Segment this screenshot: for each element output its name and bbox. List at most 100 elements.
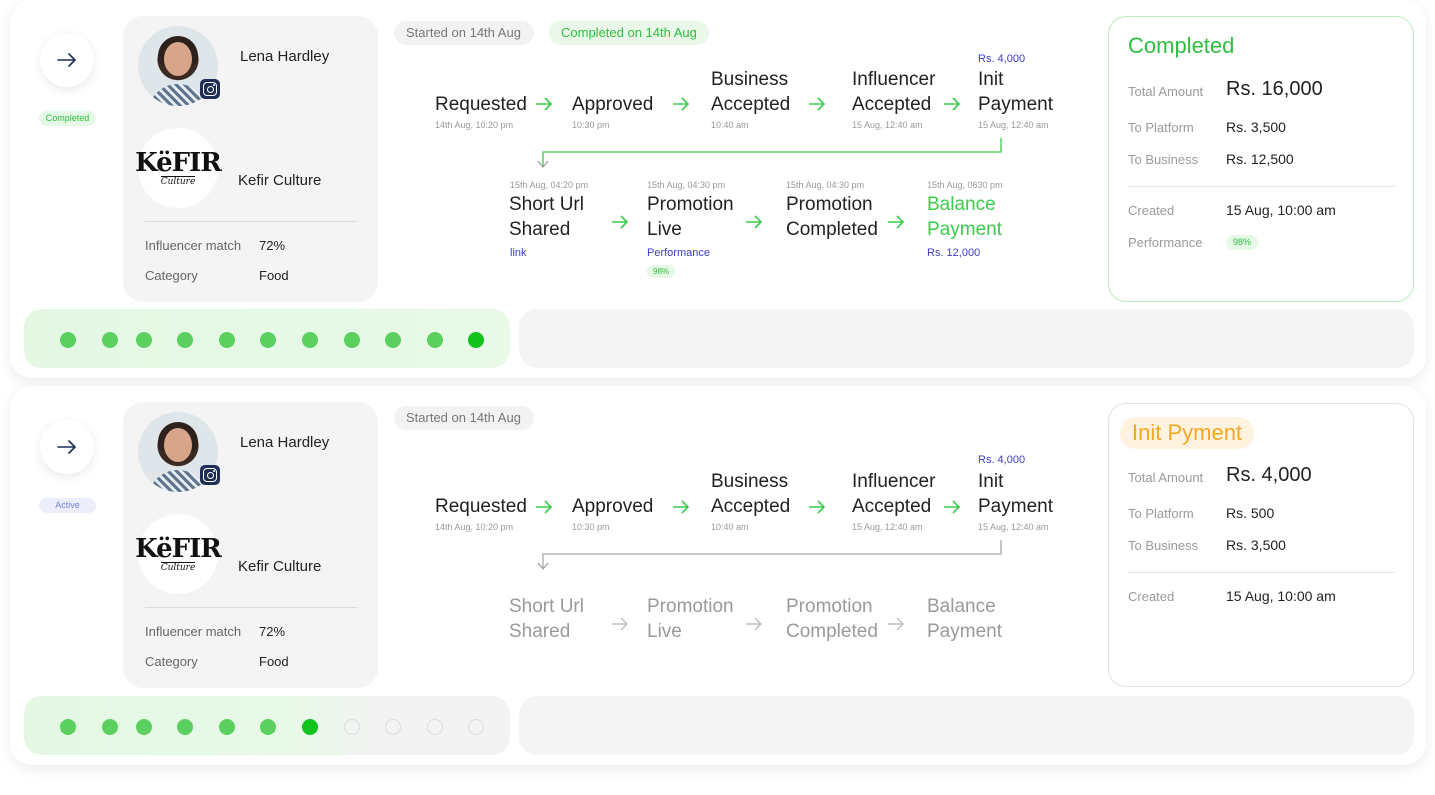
divider [1128,572,1395,573]
step-promotion-live: Promotion Live [647,596,734,642]
instagram-icon[interactable] [200,465,220,485]
profile-panel: Lena Hardley KëFIR Culture Kefir Culture… [123,402,378,688]
progress-dot-done[interactable] [177,719,193,735]
progress-dot-done[interactable] [219,719,235,735]
flow-connector [537,138,1002,168]
step-influencer-accepted: Influencer Accepted [852,69,936,115]
init-payment-amount: Rs. 4,000 [978,53,1026,65]
arrow-right-icon [888,215,905,229]
brand-name[interactable]: Kefir Culture [238,558,322,575]
progress-dot-done[interactable] [102,332,118,348]
to-platform-label: To Platform [1128,120,1194,135]
summary-panel: Completed Total Amount Rs. 16,000 To Pla… [1108,16,1414,302]
performance-link[interactable]: Performance [647,247,710,259]
arrow-right-icon [673,97,690,111]
to-business-value: Rs. 3,500 [1226,537,1286,553]
progress-dot-done[interactable] [136,332,152,348]
short-url-link[interactable]: link [510,247,527,259]
progress-dot-done[interactable] [260,332,276,348]
summary-title: Completed [1128,33,1235,58]
progress-dot-done[interactable] [302,332,318,348]
arrow-right-icon [944,97,961,111]
progress-dot-todo[interactable] [468,719,484,735]
divider [145,607,357,608]
instagram-icon[interactable] [200,79,220,99]
step-short-url-shared: Short Url Shared [509,596,584,642]
step-influencer-accepted: Influencer Accepted [852,471,936,517]
step-promotion-live: Promotion Live [647,194,734,240]
arrow-right-icon [536,97,553,111]
step-time: 15th Aug, 04:20 pm [510,180,589,190]
performance-badge: 98% [1226,235,1259,250]
step-balance-payment: Balance Payment [927,596,1002,642]
created-value: 15 Aug, 10:00 am [1226,588,1336,604]
profile-panel: Lena Hardley KëFIR Culture Kefir Culture… [123,16,378,302]
avatar[interactable] [138,26,218,106]
arrow-right-icon [57,53,76,67]
step-time: 15th Aug, 04:30 pm [786,180,865,190]
progress-dot-done[interactable] [260,719,276,735]
step-time: 10:30 pm [572,522,610,532]
progress-dot-current[interactable] [302,719,318,735]
brand-logo-subtext: Culture [160,561,196,573]
brand-logo: KëFIR Culture [135,128,222,208]
step-time: 10:30 pm [572,120,610,130]
progress-dot-done[interactable] [60,719,76,735]
step-time: 15 Aug, 12:40 am [978,120,1049,130]
progress-dot-done[interactable] [219,332,235,348]
step-business-accepted: Business Accepted [711,69,791,115]
total-amount-value: Rs. 4,000 [1226,464,1312,486]
step-requested: Requested [435,496,527,517]
total-amount-label: Total Amount [1128,470,1204,485]
flow-connector [537,540,1002,570]
divider [1128,186,1395,187]
status-badge: Active [39,498,96,513]
step-init-payment: Init Payment [978,471,1053,517]
brand-logo-subtext: Culture [160,175,196,187]
status-badge: Completed [39,111,96,126]
progress-dot-done[interactable] [427,332,443,348]
influencer-name[interactable]: Lena Hardley [240,48,330,65]
brand-logo-text: KëFIR [135,147,222,178]
performance-badge: 98% [647,265,676,278]
progress-dot-todo[interactable] [427,719,443,735]
open-campaign-button[interactable] [40,33,94,87]
init-payment-amount: Rs. 4,000 [978,454,1026,466]
performance-label: Performance [1128,235,1203,250]
step-time: 14th Aug, 10:20 pm [435,120,514,130]
category-label: Category [145,268,198,283]
divider [145,221,357,222]
arrow-right-icon [809,500,826,514]
arrow-right-icon [612,617,628,631]
progress-dot-done[interactable] [136,719,152,735]
progress-dot-done[interactable] [344,332,360,348]
arrow-right-icon [57,440,76,454]
step-time: 15th Aug, 0630 pm [927,180,1003,190]
step-time: 14th Aug, 10:20 pm [435,522,514,532]
detail-bar [519,696,1414,755]
progress-dot-todo[interactable] [385,719,401,735]
brand-name[interactable]: Kefir Culture [238,172,322,189]
step-business-accepted: Business Accepted [711,471,791,517]
brand-logo-text: KëFIR [135,533,222,564]
influencer-match-value: 72% [259,624,286,639]
influencer-match-value: 72% [259,238,286,253]
campaign-card: Active Lena Hardley KëFIR Culture Kefir … [10,386,1426,765]
arrow-right-icon [612,215,629,229]
category-label: Category [145,654,198,669]
progress-dot-current[interactable] [468,332,484,348]
progress-dot-done[interactable] [177,332,193,348]
progress-dot-done[interactable] [60,332,76,348]
influencer-name[interactable]: Lena Hardley [240,434,330,451]
progress-dot-done[interactable] [385,332,401,348]
progress-dot-todo[interactable] [344,719,360,735]
progress-dots [24,696,510,755]
open-campaign-button[interactable] [40,420,94,474]
step-time: 15 Aug, 12:40 am [978,522,1049,532]
progress-dot-done[interactable] [102,719,118,735]
arrow-right-icon [809,97,826,111]
created-label: Created [1128,589,1175,604]
influencer-match-label: Influencer match [145,238,242,253]
to-business-value: Rs. 12,500 [1226,151,1294,167]
step-approved: Approved [572,94,654,115]
